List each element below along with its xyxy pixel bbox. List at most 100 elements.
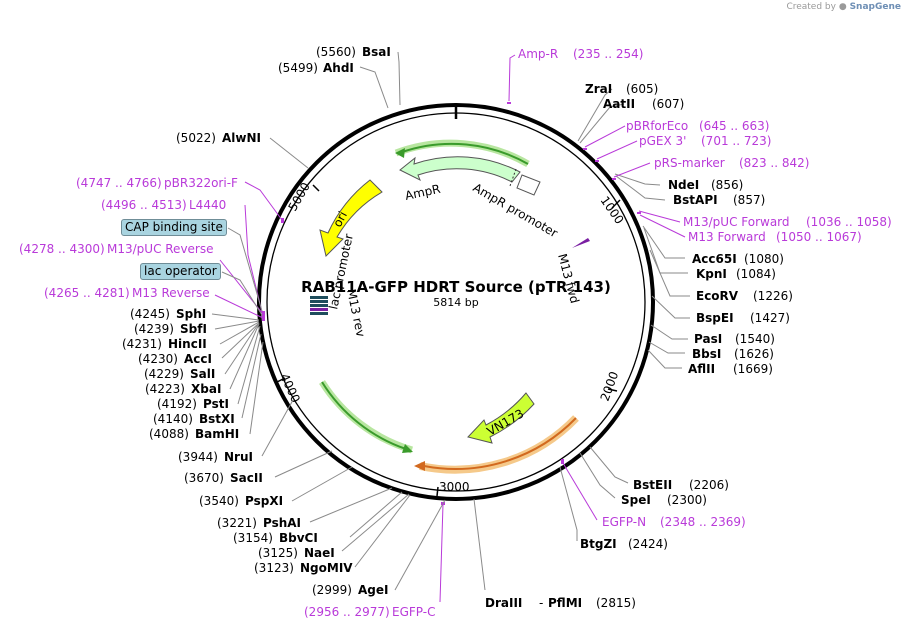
enzyme-acci-pos: (4230) (138, 352, 178, 366)
leader-bsteii (589, 446, 629, 484)
primer-m13-puc-forward-range: (1036 .. 1058) (806, 215, 892, 229)
enzyme-ahdi[interactable]: AhdI (323, 61, 354, 75)
lac-feature-stack[interactable] (310, 296, 328, 315)
enzyme-sphi[interactable]: SphI (176, 307, 206, 321)
lower-green-glow-arc (319, 380, 413, 454)
credit-text: Created by (786, 2, 836, 12)
primer-pgex[interactable]: pGEX 3' (639, 134, 686, 148)
primer-egfp-n[interactable]: EGFP-N (602, 515, 646, 529)
enzyme-pspxi[interactable]: PspXI (245, 494, 283, 508)
enzyme-sacii[interactable]: SacII (230, 471, 263, 485)
leader-bbsi (648, 341, 685, 354)
enzyme-pspxi-pos: (3540) (199, 494, 239, 508)
enzyme-bstxi[interactable]: BstXI (199, 412, 235, 426)
ori-feature[interactable] (319, 179, 383, 257)
enzyme-kpni[interactable]: KpnI (696, 267, 727, 281)
leader-btgzi (559, 466, 578, 541)
enzyme-bbvci[interactable]: BbvCI (279, 531, 318, 545)
enzyme-psti[interactable]: PstI (203, 397, 229, 411)
primer-m13-puc-reverse[interactable]: M13/pUC Reverse (107, 242, 214, 256)
enzyme-agei[interactable]: AgeI (358, 583, 388, 597)
leader-sali (224, 322, 260, 375)
enzyme-ndei[interactable]: NdeI (668, 178, 699, 192)
enzyme-spei[interactable]: SpeI (621, 493, 651, 507)
leader-pflmi (473, 498, 486, 591)
enzyme-alwni-pos: (5022) (176, 131, 216, 145)
vn173-feature[interactable] (467, 392, 535, 444)
primer-m13-forward[interactable]: M13 Forward (688, 230, 766, 244)
primer-egfp-c[interactable]: EGFP-C (392, 605, 435, 619)
enzyme-hincii[interactable]: HincII (168, 337, 207, 351)
primer-mark-m13-rev (262, 311, 265, 321)
enzyme-sali[interactable]: SalI (190, 367, 215, 381)
tick-2000-mark (607, 388, 618, 392)
primer-m13-reverse[interactable]: M13 Reverse (132, 286, 210, 300)
lac-feature-bar-5 (310, 312, 328, 315)
enzyme-bbsi[interactable]: BbsI (692, 347, 721, 361)
leader-bspei (651, 295, 690, 319)
leader-aflii (647, 349, 682, 369)
enzyme-draiii[interactable]: DraIII (485, 596, 522, 610)
enzyme-pshai[interactable]: PshAI (263, 516, 301, 530)
leader-ndei (614, 173, 661, 186)
enzyme-btgzi[interactable]: BtgZI (580, 537, 617, 551)
enzyme-aatii[interactable]: AatII (603, 97, 635, 111)
primer-mark-prs (612, 178, 616, 180)
tick-4000-mark (276, 377, 286, 383)
enzyme-acc65i[interactable]: Acc65I (692, 252, 737, 266)
snapgene-credit: Created by ● SnapGene (786, 2, 901, 12)
enzyme-ngomiv[interactable]: NgoMIV (300, 561, 353, 575)
enzyme-pasi[interactable]: PasI (694, 332, 722, 346)
enzyme-bsai-pos: (5560) (316, 45, 356, 59)
enzyme-alwni[interactable]: AlwNI (222, 131, 261, 145)
enzyme-bstapi[interactable]: BstAPI (673, 193, 718, 207)
enzyme-zrai[interactable]: ZraI (585, 82, 612, 96)
enzyme-agei-pos: (2999) (312, 583, 352, 597)
cap-binding-site-label[interactable]: CAP binding site (121, 219, 227, 236)
lower-green-arc (321, 381, 407, 450)
enzyme-bspei[interactable]: BspEI (696, 311, 734, 325)
enzyme-acc65i-pos: (1080) (744, 252, 784, 266)
enzyme-labels: (5560) BsaI (5499) AhdI (5022) AlwNI Zra… (122, 45, 793, 610)
lac-feature-bar-2 (310, 300, 328, 303)
enzyme-ecorv[interactable]: EcoRV (696, 289, 739, 303)
ampr-arc (401, 142, 529, 165)
enzyme-nrui-pos: (3944) (178, 450, 218, 464)
primer-pbr322ori-f-range: (4747 .. 4766) (76, 176, 162, 190)
ampr-promoter-feature[interactable] (516, 174, 541, 196)
primer-m13-reverse-range: (4265 .. 4281) (44, 286, 130, 300)
enzyme-bamhi-pos: (4088) (149, 427, 189, 441)
enzyme-aflii[interactable]: AflII (688, 362, 715, 376)
enzyme-naei[interactable]: NaeI (304, 546, 335, 560)
leader-bbvci (349, 491, 403, 538)
primer-amp-r[interactable]: Amp-R (518, 47, 558, 61)
primer-prs-marker[interactable]: pRS-marker (654, 156, 725, 170)
enzyme-bsteii[interactable]: BstEII (633, 478, 672, 492)
leader-cap (227, 227, 263, 312)
enzyme-bamhi[interactable]: BamHI (195, 427, 239, 441)
enzyme-zrai-pos: (605) (626, 82, 658, 96)
enzyme-bstapi-pos: (857) (733, 193, 765, 207)
enzyme-sbfi[interactable]: SbfI (180, 322, 207, 336)
credit-brand: SnapGene (849, 2, 901, 12)
enzyme-nrui[interactable]: NruI (224, 450, 253, 464)
enzyme-bsai[interactable]: BsaI (362, 45, 391, 59)
primer-amp-r-range: (235 .. 254) (573, 47, 643, 61)
enzyme-xbai-pos: (4223) (145, 382, 185, 396)
enzyme-ngomiv-pos: (3123) (254, 561, 294, 575)
primer-pbrforeco[interactable]: pBRforEco (626, 119, 688, 133)
enzyme-bstxi-pos: (4140) (153, 412, 193, 426)
lower-green-arrowhead (402, 444, 413, 453)
primer-l4440[interactable]: L4440 (189, 198, 226, 212)
enzyme-spei-pos: (2300) (667, 493, 707, 507)
enzyme-acci[interactable]: AccI (184, 352, 212, 366)
primer-m13-forward-range: (1050 .. 1067) (776, 230, 862, 244)
pleader-amp-r (508, 54, 516, 102)
lac-operator-label[interactable]: lac operator (140, 263, 221, 280)
ampr-feature[interactable] (399, 156, 521, 183)
enzyme-pflmi[interactable]: PflMI (548, 596, 582, 610)
primer-m13-puc-forward[interactable]: M13/pUC Forward (683, 215, 790, 229)
enzyme-xbai[interactable]: XbaI (191, 382, 221, 396)
m13-fwd-feature[interactable] (572, 238, 590, 248)
primer-pbr322ori-f[interactable]: pBR322ori-F (164, 176, 238, 190)
